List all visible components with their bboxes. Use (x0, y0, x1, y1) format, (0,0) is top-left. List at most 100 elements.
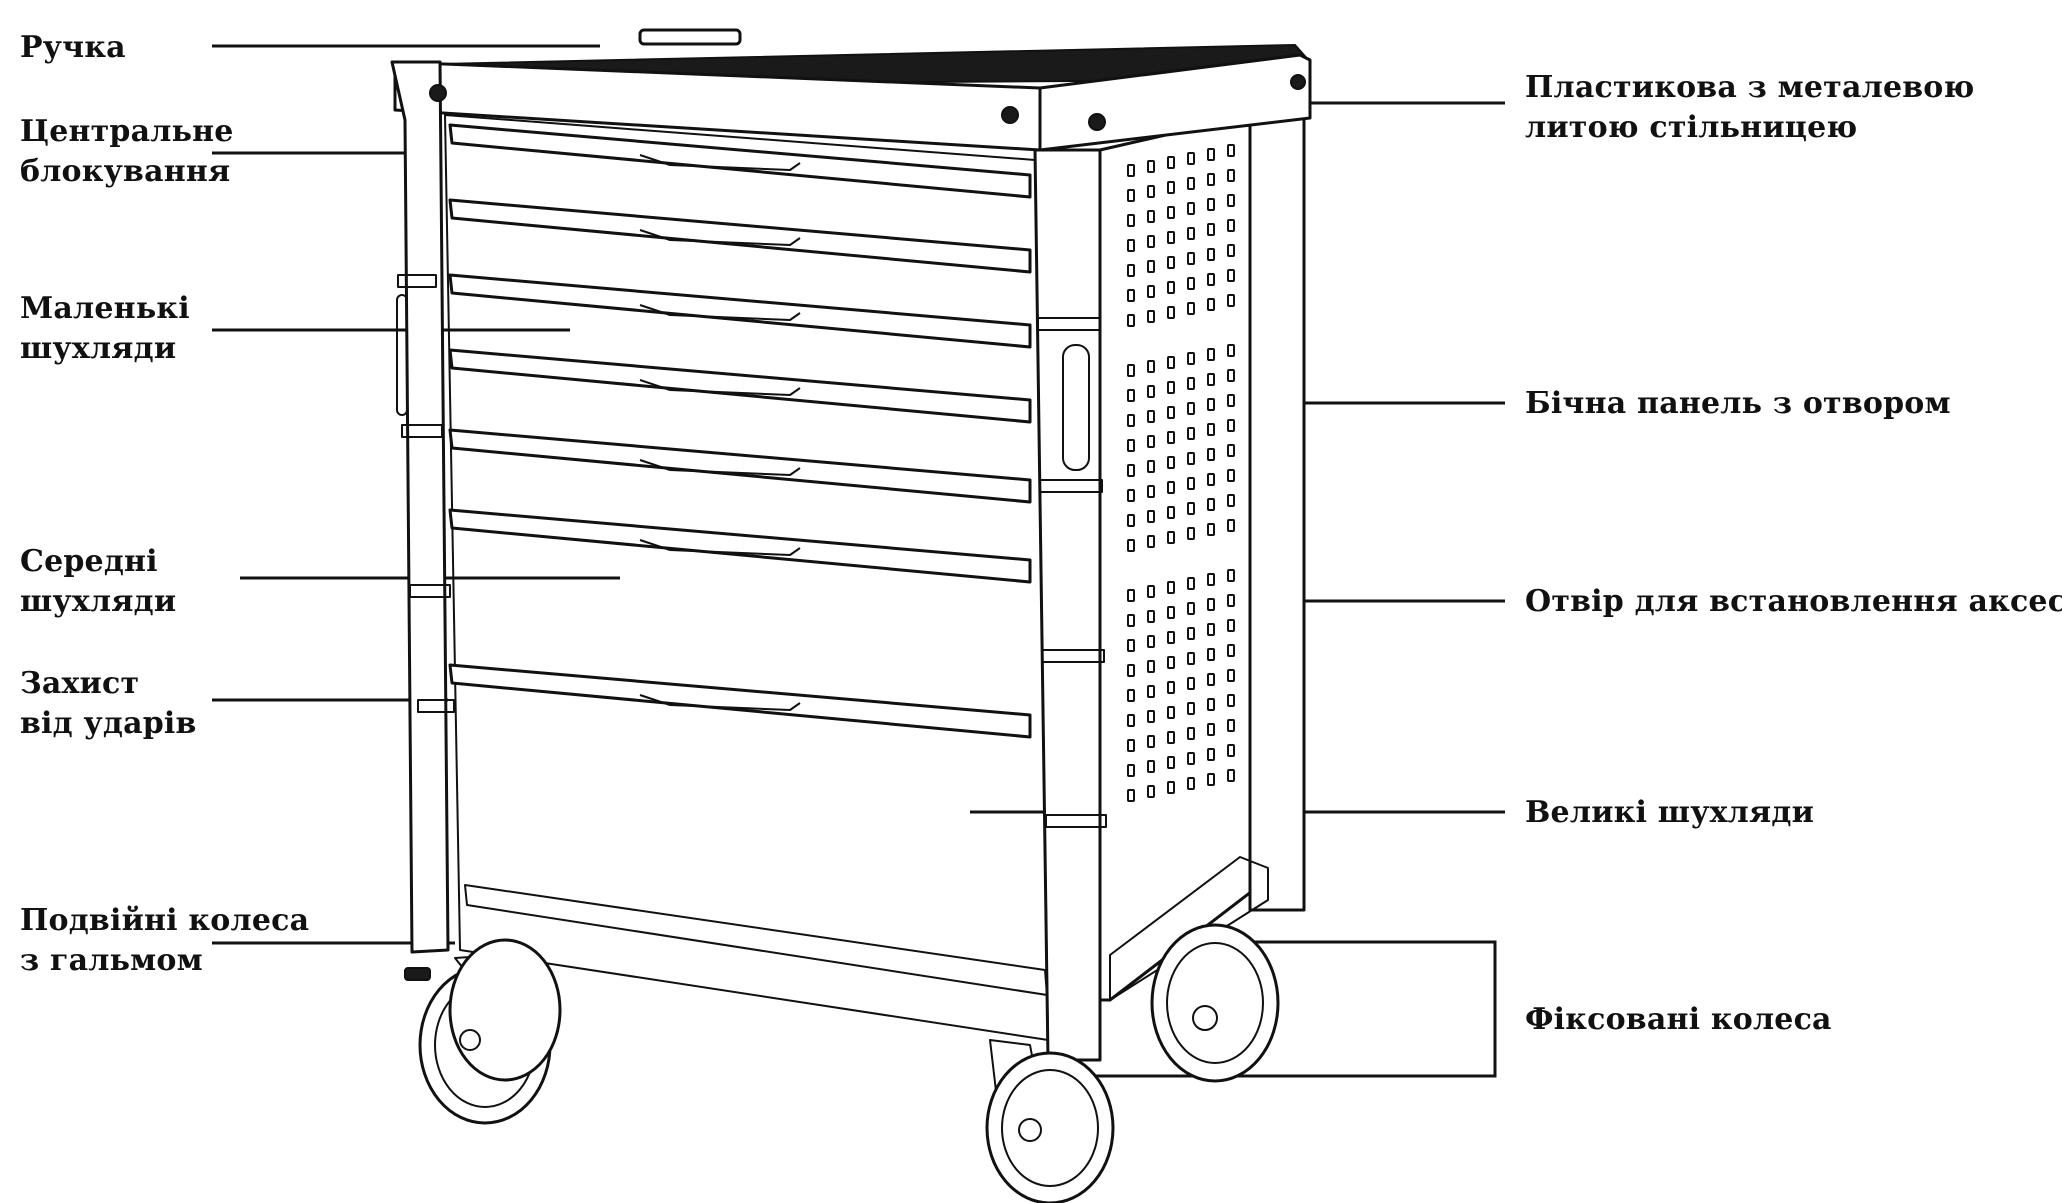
bolt-left (429, 84, 447, 102)
accessory-hole (1227, 419, 1235, 432)
accessory-hole (1207, 223, 1215, 236)
accessory-hole (1207, 598, 1215, 611)
bolt-rear (1290, 74, 1306, 90)
bolt-top-right (1088, 113, 1106, 131)
accessory-hole (1187, 502, 1195, 515)
accessory-hole (1187, 577, 1195, 590)
side-panel (1098, 116, 1262, 1002)
tool-cart (390, 28, 1312, 1203)
accessory-hole (1227, 644, 1235, 657)
bolt-top-center (1001, 106, 1019, 124)
accessory-hole (1147, 310, 1155, 323)
label-side-panel: Бічна панель з отвором (1525, 386, 1951, 421)
accessory-hole (1187, 427, 1195, 440)
accessory-hole (1147, 485, 1155, 498)
accessory-hole (1227, 694, 1235, 707)
accessory-hole (1207, 448, 1215, 461)
accessory-hole (1127, 464, 1135, 477)
accessory-hole (1167, 406, 1175, 419)
worktop-side (1038, 53, 1312, 152)
accessory-hole (1167, 756, 1175, 769)
accessory-hole (1127, 164, 1135, 177)
accessory-hole (1127, 614, 1135, 627)
accessory-hole (1147, 610, 1155, 623)
accessory-hole (1187, 752, 1195, 765)
accessory-hole (1187, 727, 1195, 740)
drawer-front (448, 123, 1032, 199)
accessory-hole (1187, 452, 1195, 465)
right-post-bumper-4 (1045, 814, 1107, 828)
accessory-hole (1167, 206, 1175, 219)
accessory-hole (1227, 669, 1235, 682)
accessory-hole (1167, 606, 1175, 619)
accessory-hole (1147, 360, 1155, 373)
accessory-hole (1207, 773, 1215, 786)
accessory-holes (1127, 144, 1235, 802)
accessory-hole (1127, 764, 1135, 777)
accessory-hole (1147, 760, 1155, 773)
accessory-hole (1167, 531, 1175, 544)
accessory-hole (1227, 269, 1235, 282)
accessory-hole (1207, 198, 1215, 211)
accessory-hole (1207, 473, 1215, 486)
accessory-hole (1207, 173, 1215, 186)
accessory-hole (1147, 710, 1155, 723)
accessory-hole (1127, 639, 1135, 652)
accessory-hole (1127, 414, 1135, 427)
accessory-hole (1227, 369, 1235, 382)
accessory-hole (1167, 781, 1175, 794)
accessory-hole (1167, 706, 1175, 719)
accessory-hole (1187, 377, 1195, 390)
accessory-hole (1187, 302, 1195, 315)
accessory-hole (1187, 252, 1195, 265)
accessory-hole (1127, 489, 1135, 502)
accessory-hole (1127, 239, 1135, 252)
accessory-hole (1127, 664, 1135, 677)
label-large-drawers: Великі шухляди (1525, 795, 1815, 830)
accessory-hole (1167, 256, 1175, 269)
accessory-hole (1227, 494, 1235, 507)
drawer-front (448, 198, 1032, 274)
wheel-front-right (985, 1039, 1115, 1203)
accessory-hole (1167, 306, 1175, 319)
accessory-hole (1127, 214, 1135, 227)
accessory-hole (1127, 739, 1135, 752)
accessory-hole (1227, 394, 1235, 407)
accessory-hole (1147, 735, 1155, 748)
accessory-hole (1207, 723, 1215, 736)
accessory-hole (1147, 785, 1155, 798)
accessory-hole (1187, 652, 1195, 665)
accessory-hole (1207, 698, 1215, 711)
accessory-hole (1227, 619, 1235, 632)
accessory-hole (1187, 702, 1195, 715)
accessory-hole (1187, 477, 1195, 490)
side-handle-recess (1062, 344, 1090, 471)
accessory-hole (1147, 185, 1155, 198)
accessory-hole (1227, 444, 1235, 457)
accessory-hole (1147, 635, 1155, 648)
label-accessory-hole: Отвір для встановлення аксесуарів (1525, 584, 2062, 619)
accessory-hole (1187, 402, 1195, 415)
accessory-hole (1147, 535, 1155, 548)
accessory-hole (1207, 348, 1215, 361)
accessory-hole (1147, 460, 1155, 473)
accessory-hole (1187, 177, 1195, 190)
accessory-hole (1127, 289, 1135, 302)
left-post-bumper-3 (409, 584, 451, 598)
accessory-hole (1207, 373, 1215, 386)
left-post-bumper-4 (417, 699, 455, 713)
accessory-hole (1207, 298, 1215, 311)
accessory-hole (1207, 523, 1215, 536)
accessory-hole (1227, 769, 1235, 782)
accessory-hole (1147, 435, 1155, 448)
accessory-hole (1127, 789, 1135, 802)
accessory-hole (1127, 514, 1135, 527)
accessory-hole (1227, 169, 1235, 182)
accessory-hole (1207, 273, 1215, 286)
accessory-hole (1127, 189, 1135, 202)
accessory-hole (1227, 744, 1235, 757)
